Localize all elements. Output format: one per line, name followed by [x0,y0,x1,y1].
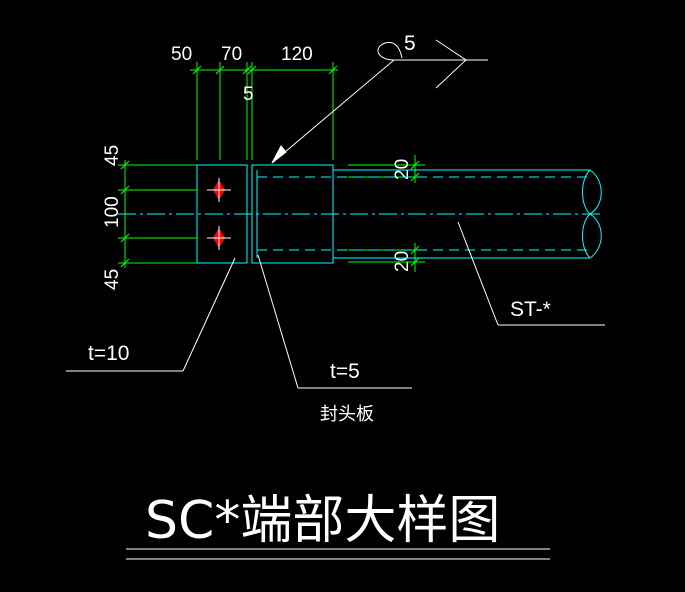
weld-all-around-arc [377,41,403,61]
dim-left-45-bottom: 45 [102,269,123,290]
dim-top-70: 70 [221,44,242,65]
cap-plate-name-label: 封头板 [320,404,374,425]
dim-left-100: 100 [102,196,123,228]
dim-pipe-gap-bottom: 20 [392,251,413,272]
dim-top-120: 120 [281,44,313,65]
bolt-bottom [207,226,231,250]
dim-top-50: 50 [171,44,192,65]
left-dimension-chain [118,160,197,268]
end-plate-thickness-label: t=10 [88,342,129,365]
weld-size-label: 5 [404,32,416,55]
title-underline [126,548,550,560]
pipe-member-label: ST-* [510,298,551,321]
dim-top-5: 5 [243,84,254,105]
weld-tail-icon [435,39,467,89]
weld-symbol [271,39,488,164]
dim-pipe-gap-top: 20 [392,159,413,180]
dim-left-45-top: 45 [102,145,123,166]
label-leaders [66,221,605,389]
top-dimension-chain [190,62,338,160]
hidden-lines [257,176,590,251]
drawing-title: SC*端部大样图 [145,491,500,551]
bolt-top [207,178,231,202]
cap-plate-thickness-label: t=5 [330,360,360,383]
